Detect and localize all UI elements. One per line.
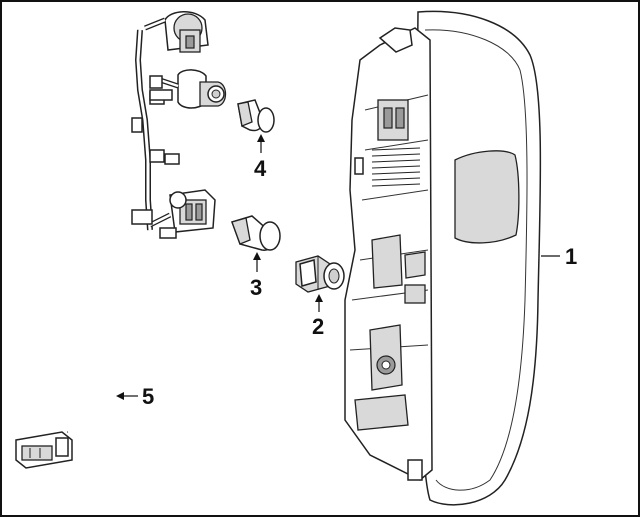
callout-1: 1 [565,244,577,269]
bulb-4 [237,99,275,133]
tail-lamp-assembly [344,10,542,506]
callout-4: 4 [254,156,267,181]
callout-5: 5 [142,384,154,409]
callout-3: 3 [250,275,262,300]
bulb-3 [231,215,281,251]
socket-2 [295,255,345,293]
callout-2: 2 [312,314,324,339]
wiring-harness [15,11,227,469]
